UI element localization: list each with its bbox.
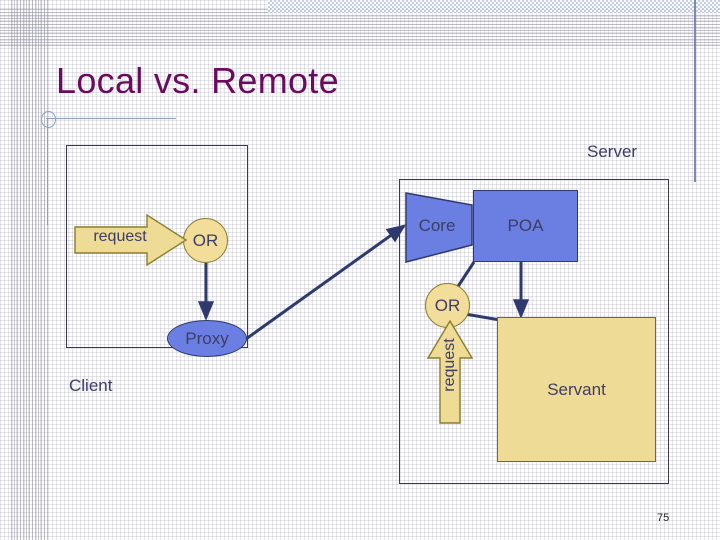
- right-vertical-rule: [694, 0, 696, 182]
- client-request-label: request: [93, 228, 147, 245]
- proxy-shape[interactable]: Proxy: [167, 320, 247, 357]
- client-request-arrow[interactable]: [74, 213, 188, 268]
- top-decorative-band: [268, 0, 720, 13]
- servant-label: Servant: [547, 379, 606, 399]
- page-number: 75: [657, 512, 670, 524]
- server-request-label: request: [441, 338, 458, 392]
- server-label: Server: [587, 142, 638, 161]
- proxy-label: Proxy: [185, 328, 229, 348]
- core-shape[interactable]: [400, 188, 480, 268]
- connector-server-or-to-servant: [464, 312, 501, 322]
- connector-proxy-to-core: [245, 224, 407, 341]
- server-request-arrow[interactable]: [426, 319, 474, 425]
- title-vertical-rule: [47, 118, 48, 225]
- client-or-label: OR: [192, 230, 219, 250]
- client-or-shape[interactable]: OR: [183, 218, 228, 263]
- client-boundary-box: [66, 145, 248, 348]
- server-boundary-box: [399, 179, 669, 484]
- title-bullet-circle-icon: [41, 111, 56, 128]
- servant-shape[interactable]: Servant: [497, 317, 656, 462]
- poa-shape[interactable]: POA: [473, 190, 578, 262]
- server-or-label: OR: [434, 295, 461, 315]
- poa-label: POA: [507, 216, 544, 235]
- core-label: Core: [418, 216, 456, 235]
- page-title: Local vs. Remote: [56, 60, 339, 101]
- title-underline: [46, 118, 176, 119]
- client-label: Client: [69, 376, 113, 395]
